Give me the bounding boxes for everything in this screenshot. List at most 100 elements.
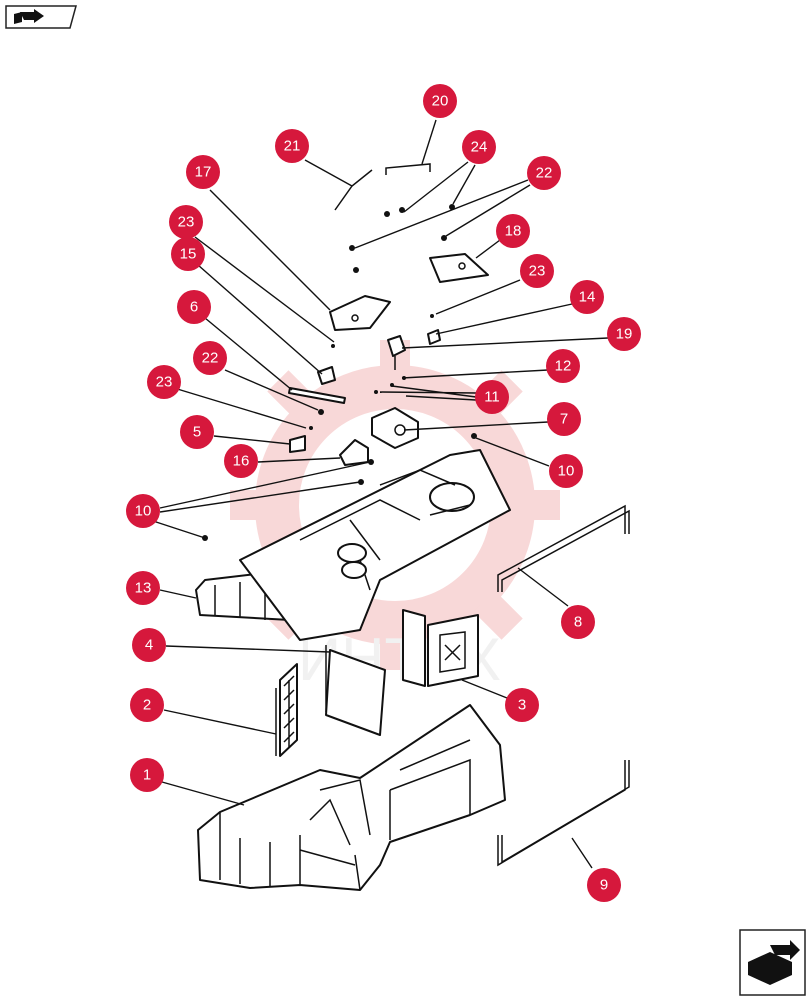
callout-24[interactable]: 24 xyxy=(462,130,496,164)
callout-circle xyxy=(186,155,220,189)
callout-label: 9 xyxy=(600,877,608,894)
callout-circle xyxy=(177,290,211,324)
callout-label: 14 xyxy=(579,289,596,306)
callout-16[interactable]: 16 xyxy=(224,444,258,478)
callout-circle xyxy=(126,494,160,528)
callout-label: 8 xyxy=(574,614,582,631)
callout-label: 5 xyxy=(193,424,201,441)
callout-19[interactable]: 19 xyxy=(607,317,641,351)
part-6-rod xyxy=(288,387,346,404)
callout-5[interactable]: 5 xyxy=(180,415,214,449)
callout-4[interactable]: 4 xyxy=(132,628,166,662)
callout-label: 6 xyxy=(190,299,198,316)
callout-circle xyxy=(193,341,227,375)
callout-21[interactable]: 21 xyxy=(275,129,309,163)
part-2-filter xyxy=(275,663,298,757)
callout-label: 21 xyxy=(284,138,301,155)
callout-label: 11 xyxy=(484,389,500,406)
callout-label: 2 xyxy=(143,697,151,714)
callout-9[interactable]: 9 xyxy=(587,868,621,902)
callout-8[interactable]: 8 xyxy=(561,605,595,639)
leader-lines xyxy=(149,119,609,869)
callout-1[interactable]: 1 xyxy=(130,758,164,792)
callout-circle xyxy=(520,254,554,288)
callout-label: 23 xyxy=(156,374,173,391)
part-5-bracket xyxy=(289,435,306,453)
callout-circle xyxy=(561,605,595,639)
part-8-seal xyxy=(497,504,630,592)
callout-circle xyxy=(570,280,604,314)
callout-23[interactable]: 23 xyxy=(169,205,203,239)
callout-15[interactable]: 15 xyxy=(171,237,205,271)
callout-23[interactable]: 23 xyxy=(520,254,554,288)
part-19-knob xyxy=(387,335,406,370)
callout-circle xyxy=(126,571,160,605)
callout-23[interactable]: 23 xyxy=(147,365,181,399)
next-page-arrow-icon[interactable] xyxy=(739,929,806,996)
callout-2[interactable]: 2 xyxy=(130,688,164,722)
part-7-actuator xyxy=(371,407,419,449)
callout-17[interactable]: 17 xyxy=(186,155,220,189)
part-16-lever xyxy=(339,439,369,466)
callout-circle xyxy=(130,758,164,792)
callout-label: 1 xyxy=(143,767,151,784)
callout-circle xyxy=(527,156,561,190)
callout-3[interactable]: 3 xyxy=(505,688,539,722)
callout-label: 10 xyxy=(135,503,152,520)
callout-label: 17 xyxy=(195,164,212,181)
callout-label: 20 xyxy=(432,93,449,110)
callout-label: 24 xyxy=(471,139,488,156)
callout-circle xyxy=(587,868,621,902)
part-17-plate xyxy=(329,295,391,331)
callout-circle xyxy=(171,237,205,271)
callout-label: 13 xyxy=(135,580,152,597)
part-9-seal xyxy=(497,760,630,867)
callout-circle xyxy=(547,402,581,436)
callout-10[interactable]: 10 xyxy=(549,454,583,488)
catalog-arrow-icon[interactable] xyxy=(5,5,77,29)
callout-circle xyxy=(180,415,214,449)
callout-11[interactable]: 11 xyxy=(475,380,509,414)
callout-12[interactable]: 12 xyxy=(546,349,580,383)
callout-circle xyxy=(147,365,181,399)
part-3-filter xyxy=(402,609,479,687)
callout-label: 23 xyxy=(178,214,195,231)
callout-18[interactable]: 18 xyxy=(496,214,530,248)
callout-6[interactable]: 6 xyxy=(177,290,211,324)
callout-circle xyxy=(475,380,509,414)
callout-circle xyxy=(169,205,203,239)
callout-label: 15 xyxy=(180,246,197,263)
callout-label: 23 xyxy=(529,263,546,280)
part-1-lower-housing xyxy=(197,704,506,891)
part-14-fitting xyxy=(427,329,441,345)
callout-circle xyxy=(546,349,580,383)
callout-label: 18 xyxy=(505,223,522,240)
callout-20[interactable]: 20 xyxy=(423,84,457,118)
callout-label: 10 xyxy=(558,463,575,480)
callout-circle xyxy=(132,628,166,662)
callout-circle xyxy=(224,444,258,478)
part-4-panel xyxy=(325,645,386,736)
callout-label: 16 xyxy=(233,453,250,470)
callout-14[interactable]: 14 xyxy=(570,280,604,314)
callout-label: 22 xyxy=(536,165,553,182)
part-20-rod xyxy=(385,163,431,175)
callout-circle xyxy=(462,130,496,164)
part-18-plate xyxy=(429,253,489,283)
callout-circle xyxy=(423,84,457,118)
callout-label: 7 xyxy=(560,411,568,428)
small-fasteners xyxy=(202,204,477,541)
callout-label: 4 xyxy=(145,637,153,654)
callout-label: 3 xyxy=(518,697,526,714)
callout-22[interactable]: 22 xyxy=(527,156,561,190)
callout-13[interactable]: 13 xyxy=(126,571,160,605)
callout-22[interactable]: 22 xyxy=(193,341,227,375)
callout-circle xyxy=(130,688,164,722)
part-upper-housing xyxy=(239,449,511,641)
callout-7[interactable]: 7 xyxy=(547,402,581,436)
callout-10[interactable]: 10 xyxy=(126,494,160,528)
callout-circle xyxy=(275,129,309,163)
callout-label: 12 xyxy=(555,358,572,375)
part-15-clip xyxy=(317,366,336,385)
